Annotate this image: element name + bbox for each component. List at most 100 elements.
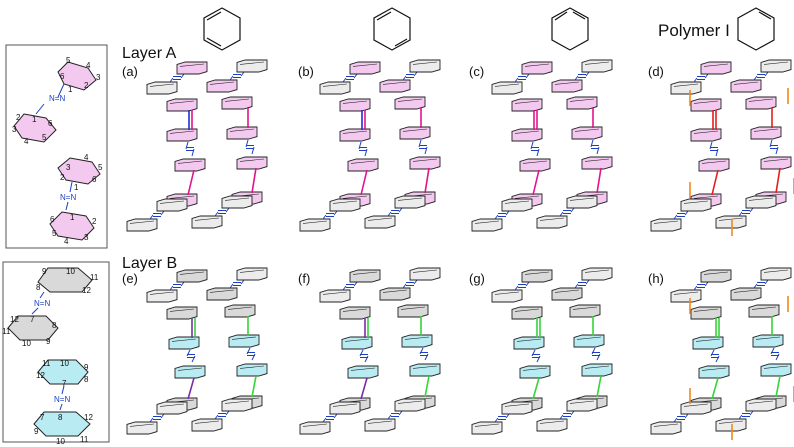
ring <box>191 215 223 229</box>
ring <box>299 218 331 232</box>
ring <box>745 195 777 209</box>
ring <box>394 96 426 110</box>
ring <box>680 401 712 415</box>
legend-box-layer-b <box>2 261 110 443</box>
svg-text:11: 11 <box>2 327 11 336</box>
ring <box>750 126 782 140</box>
contact-bond <box>596 167 602 194</box>
ring <box>146 81 178 95</box>
ring <box>698 365 730 379</box>
contact-bond <box>251 167 257 194</box>
ring <box>748 304 780 318</box>
svg-text:10: 10 <box>60 359 69 368</box>
ring <box>156 401 188 415</box>
ring <box>126 218 158 232</box>
polymer-cyclohexene <box>737 7 775 51</box>
ring <box>536 215 568 229</box>
ring <box>760 59 792 73</box>
ring <box>174 158 206 172</box>
panel-layer-b-3 <box>650 267 794 440</box>
svg-text:2: 2 <box>84 81 89 90</box>
ring <box>511 98 543 112</box>
svg-text:2: 2 <box>60 173 65 182</box>
svg-text:4: 4 <box>86 61 91 70</box>
svg-text:10: 10 <box>56 437 65 446</box>
ring <box>349 269 381 283</box>
legend-b-molecule-bottom: 11 10 9 12 7 8 N=N 8 7 12 9 10 11 <box>33 359 93 446</box>
ring <box>700 269 732 283</box>
ring <box>329 401 361 415</box>
svg-text:12: 12 <box>84 413 93 422</box>
svg-text:11: 11 <box>42 359 51 368</box>
panel-label-c: (c) <box>469 64 484 79</box>
ring <box>521 269 553 283</box>
ring <box>752 334 784 348</box>
ring <box>364 418 396 432</box>
svg-text:7: 7 <box>40 413 45 422</box>
ring <box>745 96 777 110</box>
panel-label-e: (e) <box>122 271 138 286</box>
ring <box>168 336 200 350</box>
contact-bond <box>775 375 781 398</box>
contact-bond <box>424 375 430 398</box>
packing-panels <box>126 59 794 440</box>
svg-text:9: 9 <box>42 267 47 276</box>
ring <box>680 198 712 212</box>
contact-bond <box>711 169 719 196</box>
svg-text:9: 9 <box>46 337 51 346</box>
ring <box>519 365 551 379</box>
panel-label-g: (g) <box>469 271 485 286</box>
panel-layer-a-2 <box>471 59 613 232</box>
ring <box>471 218 503 232</box>
ring <box>399 126 431 140</box>
svg-text:11: 11 <box>80 435 89 444</box>
contact-bond <box>596 375 602 398</box>
contact-bond <box>187 169 195 196</box>
ring <box>581 363 613 377</box>
svg-text:3: 3 <box>84 233 89 242</box>
ring <box>329 198 361 212</box>
legend-b-azo-top: N=N <box>34 299 50 308</box>
svg-text:5: 5 <box>42 133 47 142</box>
svg-text:6: 6 <box>48 119 53 128</box>
svg-text:6: 6 <box>92 175 97 184</box>
contact-bond <box>360 377 368 400</box>
ring <box>511 128 543 142</box>
ring <box>491 289 523 303</box>
ring <box>551 287 583 301</box>
ring <box>581 267 613 281</box>
legend-b-molecule-top: 9 10 11 12 8 N=N 12 7 11 10 9 8 <box>2 267 99 348</box>
svg-text:2: 2 <box>92 217 97 226</box>
svg-text:7: 7 <box>30 315 35 324</box>
legend-a-azo-top: N=N <box>49 94 65 103</box>
panel-layer-a-1 <box>299 59 441 232</box>
ring <box>536 418 568 432</box>
ring <box>692 336 724 350</box>
svg-text:8: 8 <box>58 413 63 422</box>
ring <box>364 215 396 229</box>
ring <box>221 195 253 209</box>
ring <box>347 158 379 172</box>
ring <box>650 218 682 232</box>
ring <box>166 128 198 142</box>
ring <box>730 287 762 301</box>
panel-label-f: (f) <box>298 271 310 286</box>
panel-label-h: (h) <box>648 271 664 286</box>
contact-bond <box>424 167 430 194</box>
ring <box>349 61 381 75</box>
layer-b-title: Layer B <box>122 255 177 272</box>
contact-bond <box>251 375 257 398</box>
panel-label-a: (a) <box>122 64 138 79</box>
ring <box>236 363 268 377</box>
ring <box>566 398 598 412</box>
ring <box>573 334 605 348</box>
ring <box>226 126 258 140</box>
ring <box>760 363 792 377</box>
legend-box-layer-a <box>5 44 108 249</box>
ring <box>401 334 433 348</box>
svg-text:2: 2 <box>16 113 21 122</box>
ring <box>236 59 268 73</box>
monomer-cyclohexadiene-1 <box>203 7 241 51</box>
legend-b-azo-bottom: N=N <box>54 395 70 404</box>
